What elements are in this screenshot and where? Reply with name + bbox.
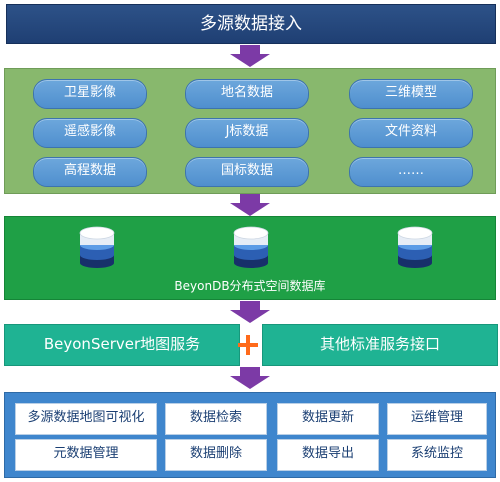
source-item[interactable]: 文件资料	[349, 118, 473, 148]
app-item[interactable]: 数据删除	[165, 439, 267, 471]
down-arrow-icon	[230, 301, 270, 323]
source-item[interactable]: ……	[349, 157, 473, 187]
source-item[interactable]: 国标数据	[185, 157, 309, 187]
plus-icon	[238, 335, 258, 355]
app-item[interactable]: 元数据管理	[15, 439, 157, 471]
app-item[interactable]: 多源数据地图可视化	[15, 403, 157, 435]
app-item[interactable]: 数据检索	[165, 403, 267, 435]
database-icon	[397, 226, 433, 268]
app-item[interactable]: 运维管理	[387, 403, 487, 435]
title-text: 多源数据接入	[200, 14, 302, 34]
database-icon	[233, 226, 269, 268]
title-bar: 多源数据接入	[6, 4, 496, 44]
database-label: BeyonDB分布式空间数据库	[174, 279, 326, 293]
source-item[interactable]: 遥感影像	[33, 118, 147, 148]
down-arrow-icon	[230, 367, 270, 389]
app-item[interactable]: 数据更新	[277, 403, 379, 435]
standard-service-label: 其他标准服务接口	[319, 335, 440, 353]
down-arrow-icon	[230, 45, 270, 67]
source-item[interactable]: 地名数据	[185, 79, 309, 109]
app-item[interactable]: 数据导出	[277, 439, 379, 471]
map-service-bar[interactable]: BeyonServer地图服务	[4, 324, 240, 366]
source-item[interactable]: 卫星影像	[33, 79, 147, 109]
down-arrow-icon	[230, 194, 270, 216]
data-source-panel: 卫星影像 地名数据 三维模型 遥感影像 J标数据 文件资料 高程数据 国标数据 …	[4, 68, 496, 194]
source-item[interactable]: 高程数据	[33, 157, 147, 187]
source-item[interactable]: 三维模型	[349, 79, 473, 109]
app-item[interactable]: 系统监控	[387, 439, 487, 471]
standard-service-bar[interactable]: 其他标准服务接口	[262, 324, 498, 366]
database-icon	[79, 226, 115, 268]
application-panel: 多源数据地图可视化 数据检索 数据更新 运维管理 元数据管理 数据删除 数据导出…	[4, 392, 496, 478]
source-item[interactable]: J标数据	[185, 118, 309, 148]
map-service-label: BeyonServer地图服务	[43, 335, 201, 353]
database-panel: BeyonDB分布式空间数据库	[4, 216, 496, 300]
